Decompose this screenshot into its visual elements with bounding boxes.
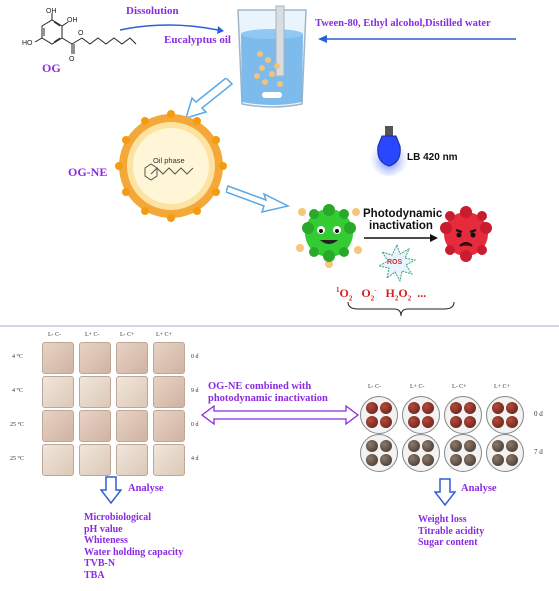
svg-text:OH: OH bbox=[67, 17, 78, 24]
row-temperature: 4 °C bbox=[12, 388, 23, 394]
sample-photo bbox=[153, 444, 185, 476]
dissolution-label: Dissolution bbox=[126, 5, 179, 17]
fruit-sample bbox=[486, 396, 524, 434]
analysis-item: Whiteness bbox=[84, 535, 128, 546]
row-day: 0 d bbox=[191, 354, 199, 360]
eucalyptus-oil-label: Eucalyptus oil bbox=[164, 34, 231, 46]
lb-420-label: LB 420 nm bbox=[407, 152, 458, 163]
og-label: OG bbox=[42, 61, 61, 75]
process-arrow-down-left bbox=[184, 78, 234, 120]
fruit-sample bbox=[360, 396, 398, 434]
analyse-label-left: Analyse bbox=[128, 483, 164, 494]
sample-photo bbox=[79, 444, 111, 476]
analysis-item: pH value bbox=[84, 523, 123, 535]
sample-photo bbox=[79, 342, 111, 374]
column-header: L- C+ bbox=[120, 332, 135, 338]
sample-photo bbox=[116, 342, 148, 374]
row-temperature: 25 °C bbox=[10, 456, 24, 462]
combined-treatment-label: OG-NE combined with photodynamic inactiv… bbox=[208, 381, 328, 404]
row-day: 0 d bbox=[534, 410, 543, 418]
sample-photo bbox=[153, 376, 185, 408]
fruit-sample bbox=[486, 434, 524, 472]
analysis-item: Weight loss bbox=[418, 514, 467, 525]
analyse-label-right: Analyse bbox=[461, 483, 497, 494]
svg-text:O: O bbox=[69, 56, 75, 63]
row-day: 9 d bbox=[191, 388, 199, 394]
column-header: L+ C+ bbox=[156, 332, 172, 338]
photodynamic-inactivation-label: Photodynamic inactivation bbox=[363, 208, 443, 232]
sample-photo bbox=[42, 444, 74, 476]
analysis-item: Sugar content bbox=[418, 537, 478, 548]
row-day: 4 d bbox=[191, 456, 199, 462]
column-header: L+ C+ bbox=[494, 384, 510, 390]
column-header: L- C- bbox=[368, 384, 382, 390]
sample-photo bbox=[153, 342, 185, 374]
sample-photo bbox=[42, 376, 74, 408]
sample-photo bbox=[116, 410, 148, 442]
row-day: 7 d bbox=[534, 448, 543, 456]
analysis-item: Water holding capacity bbox=[84, 546, 184, 558]
oil-phase-label: Oil phase bbox=[153, 156, 185, 165]
analyse-arrow-right bbox=[434, 478, 456, 506]
fruit-sample bbox=[402, 434, 440, 472]
ros-label: ROS bbox=[387, 259, 403, 266]
row-temperature: 4 °C bbox=[12, 354, 23, 360]
og-molecule-structure: OH OH HO O O bbox=[22, 8, 137, 63]
svg-text:O: O bbox=[78, 30, 84, 37]
reactive-species-label: 1O2 O2- H2O2 ... bbox=[336, 286, 427, 303]
column-header: L- C- bbox=[48, 332, 62, 338]
sample-grid-right: L- C- L+ C- L- C+ L+ C+ 0 d 7 d bbox=[356, 382, 556, 474]
column-header: L+ C- bbox=[410, 384, 425, 390]
sample-photo bbox=[42, 342, 74, 374]
row-day: 0 d bbox=[191, 422, 199, 428]
inactivation-arrow bbox=[364, 234, 438, 242]
live-bacterium-icon bbox=[296, 204, 362, 268]
column-header: L+ C- bbox=[85, 332, 100, 338]
ros-burst-icon bbox=[378, 244, 416, 282]
light-bulb-icon bbox=[369, 126, 409, 176]
analyse-arrow-left bbox=[100, 476, 122, 504]
svg-text:HO: HO bbox=[22, 40, 33, 47]
analysis-item: Microbiological bbox=[84, 512, 152, 523]
fruit-sample bbox=[402, 396, 440, 434]
species-brace bbox=[347, 301, 455, 317]
double-headed-arrow bbox=[200, 404, 360, 426]
sample-photo bbox=[79, 410, 111, 442]
fruit-sample bbox=[444, 434, 482, 472]
analysis-item: TVB-N bbox=[84, 558, 116, 569]
section-divider bbox=[0, 325, 559, 327]
fruit-sample bbox=[360, 434, 398, 472]
sample-photo bbox=[153, 410, 185, 442]
row-temperature: 25 °C bbox=[10, 422, 24, 428]
tween-label: Tween-80, Ethyl alcohol,Distilled water bbox=[315, 18, 491, 29]
analysis-list-left: Microbiological pH value Whiteness Water… bbox=[84, 512, 183, 581]
fruit-sample bbox=[444, 396, 482, 434]
sample-photo bbox=[116, 444, 148, 476]
analysis-item: Titrable acidity bbox=[418, 525, 485, 537]
beaker-illustration bbox=[237, 5, 307, 108]
og-ne-label: OG-NE bbox=[68, 165, 108, 179]
sample-photo bbox=[79, 376, 111, 408]
dissolution-arrow bbox=[119, 24, 224, 34]
analysis-list-right: Weight loss Titrable acidity Sugar conte… bbox=[418, 514, 484, 549]
analysis-item: TBA bbox=[84, 569, 105, 581]
process-arrow-down-right bbox=[226, 185, 290, 214]
column-header: L- C+ bbox=[452, 384, 467, 390]
tween-arrow bbox=[318, 35, 516, 43]
sample-photo bbox=[116, 376, 148, 408]
inactivated-bacterium-icon bbox=[440, 206, 492, 262]
sample-photo bbox=[42, 410, 74, 442]
og-ne-droplet bbox=[115, 110, 227, 222]
svg-text:OH: OH bbox=[46, 8, 57, 15]
sample-grid-left: L- C- L+ C- L- C+ L+ C+ 4 °C 4 °C 25 °C … bbox=[10, 330, 200, 476]
